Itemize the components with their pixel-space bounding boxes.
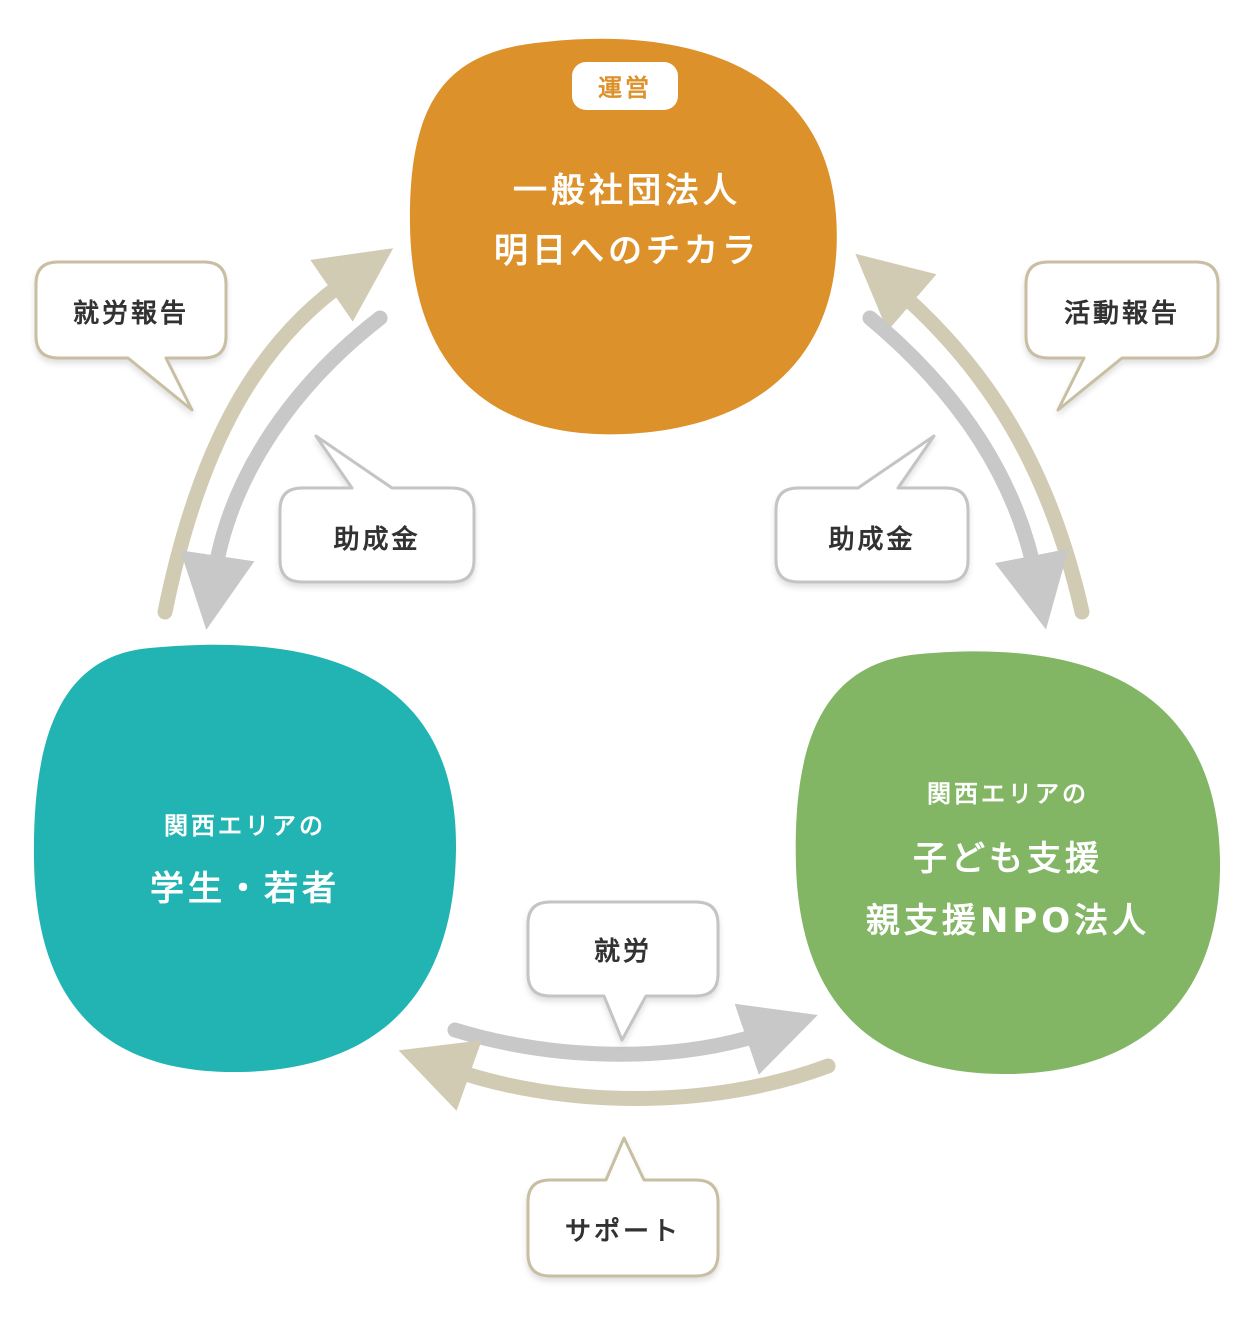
bubble-support: サポート: [526, 1136, 720, 1278]
npo-title-line1: 子ども支援: [913, 839, 1103, 879]
arrow-work-report: [157, 248, 394, 620]
node-npo: 関西エリアの 子ども支援 親支援NPO法人: [795, 651, 1221, 1075]
bubble-employment: 就労: [526, 900, 720, 1042]
students-title: 学生・若者: [150, 869, 340, 909]
npo-title-line2: 親支援NPO法人: [866, 901, 1150, 941]
bubble-activity-report-label: 活動報告: [1064, 299, 1180, 329]
npo-region: 関西エリアの: [927, 780, 1089, 808]
bubble-support-label: サポート: [565, 1216, 681, 1247]
arrow-grant-right: [862, 310, 1069, 630]
operator-name-line2: 明日へのチカラ: [494, 231, 760, 271]
bubble-activity-report: 活動報告: [1024, 260, 1220, 412]
bubble-grant-left-label: 助成金: [333, 524, 420, 555]
bubble-work-report: 就労報告: [34, 260, 228, 412]
bubble-work-report-label: 就労報告: [73, 299, 189, 329]
bubble-grant-right: 助成金: [774, 434, 970, 584]
students-region: 関西エリアの: [164, 812, 326, 840]
bubble-employment-label: 就労: [594, 937, 652, 967]
operator-tag-label: 運営: [598, 74, 652, 102]
operator-name-line1: 一般社団法人: [513, 171, 741, 211]
operator-tag: [572, 62, 678, 110]
arrow-employment: [447, 1003, 818, 1075]
node-students: 関西エリアの 学生・若者: [33, 644, 457, 1073]
node-operator: 運営 一般社団法人 明日へのチカラ: [409, 38, 837, 435]
arrow-grant-left: [180, 310, 388, 630]
bubble-grant-right-label: 助成金: [828, 524, 915, 555]
bubble-grant-left: 助成金: [278, 434, 476, 584]
arrow-support: [398, 1040, 836, 1111]
